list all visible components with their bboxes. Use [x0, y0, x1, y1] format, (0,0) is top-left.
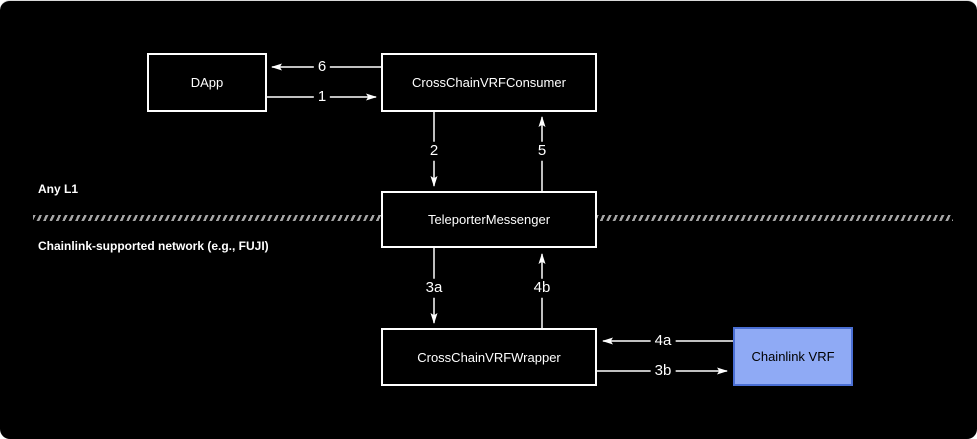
edge-step2-label: 2 — [425, 141, 443, 161]
edge-step4a-label: 4a — [650, 331, 676, 351]
edge-step6-label: 6 — [313, 57, 331, 77]
node-crosschain-vrf-wrapper: CrossChainVRFWrapper — [381, 328, 597, 386]
node-dapp: DApp — [147, 53, 267, 112]
node-teleporter-messenger: TeleporterMessenger — [381, 191, 597, 248]
edge-step3b-label: 3b — [650, 361, 676, 381]
edge-step5-label: 5 — [533, 141, 551, 161]
edge-step3a-label: 3a — [421, 278, 447, 298]
region-label-chainlink-network: Chainlink-supported network (e.g., FUJI) — [38, 239, 269, 253]
node-crosschain-vrf-consumer: CrossChainVRFConsumer — [381, 53, 597, 112]
edge-step4b-label: 4b — [529, 278, 555, 298]
edge-step1-label: 1 — [313, 87, 331, 107]
region-label-any-l1: Any L1 — [38, 182, 79, 196]
node-chainlink-vrf: Chainlink VRF — [733, 327, 853, 386]
